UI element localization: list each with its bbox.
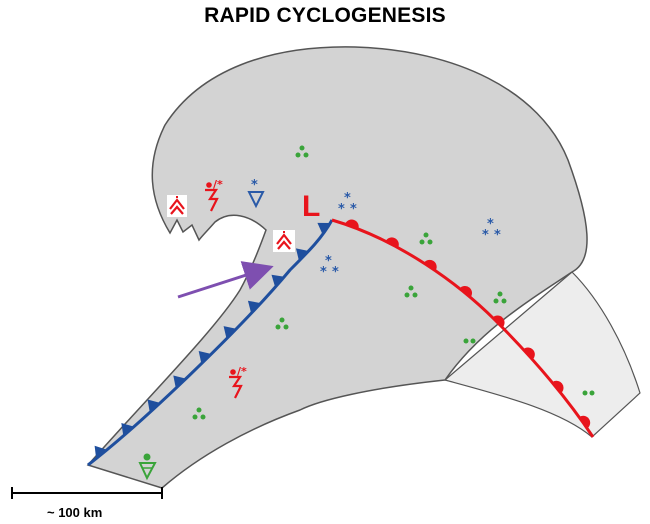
- cold-front-triangle: [94, 445, 107, 459]
- warm-front-semicircle: [345, 219, 359, 229]
- drizzle-icon: [463, 338, 476, 344]
- rain-icon: [295, 145, 309, 158]
- warm-front: [331, 218, 595, 438]
- svg-text:*: *: [344, 191, 351, 206]
- svg-text:*: *: [338, 202, 345, 217]
- thunderstorm-icon: /*: [205, 178, 223, 212]
- snow-icon: ***: [338, 191, 357, 217]
- low-pressure-label: L: [302, 190, 320, 223]
- dry-intrusion-arrow: [177, 261, 274, 299]
- rain-icon: [192, 407, 206, 420]
- cold-front-triangle: [198, 350, 212, 364]
- svg-text:/*: /*: [237, 365, 247, 378]
- rain-icon: [493, 291, 507, 304]
- rain-icon: [275, 317, 289, 330]
- warm-front-semicircle: [492, 315, 505, 328]
- cold-front-triangle: [173, 375, 186, 389]
- comma-cloud-shape: [86, 46, 588, 489]
- rain-shower-icon: [138, 453, 157, 481]
- warm-front-semicircle: [552, 380, 564, 394]
- svg-text:*: *: [320, 265, 327, 280]
- svg-text:*: *: [350, 202, 357, 217]
- scale-bar-label: ~ 100 km: [47, 505, 102, 520]
- snow-icon: ***: [482, 217, 501, 243]
- cold-front-triangle: [317, 222, 331, 235]
- cold-front-triangle: [121, 423, 134, 436]
- warm-front-semicircle: [385, 237, 399, 248]
- lightning-icon: [167, 195, 187, 217]
- diagram-title: RAPID CYCLOGENESIS: [204, 4, 446, 27]
- warm-front-semicircle: [523, 347, 535, 360]
- cold-front-triangle: [223, 326, 237, 339]
- svg-text:*: *: [251, 178, 258, 193]
- rain-icon: [419, 232, 433, 245]
- cold-front: [87, 219, 334, 467]
- svg-text:*: *: [482, 228, 489, 243]
- svg-text:*: *: [325, 254, 332, 269]
- drizzle-icon: [582, 390, 595, 396]
- svg-text:/*: /*: [213, 178, 223, 191]
- warm-front-semicircle: [459, 285, 473, 298]
- warm-front-line: [331, 218, 595, 438]
- cold-front-triangle: [247, 300, 261, 314]
- warm-front-semicircle: [579, 415, 591, 429]
- thunderstorm-icon: /*: [229, 365, 247, 399]
- cold-front-triangle: [147, 399, 161, 413]
- snow-icon: ***: [320, 254, 339, 280]
- cold-front-triangle: [295, 248, 309, 262]
- rain-icon: [404, 285, 418, 298]
- scale-bar: ~ 100 km: [11, 487, 163, 520]
- svg-text:*: *: [494, 228, 501, 243]
- warm-front-semicircle: [423, 259, 437, 271]
- snow-shower-icon: *: [247, 178, 265, 209]
- svg-text:*: *: [487, 217, 494, 232]
- svg-text:*: *: [332, 265, 339, 280]
- lightning-icon: [273, 230, 295, 252]
- cold-front-triangle: [271, 274, 285, 288]
